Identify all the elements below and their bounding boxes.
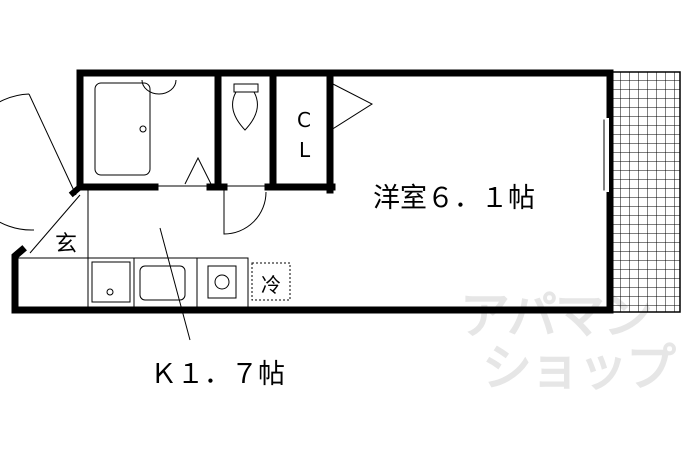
toilet: [233, 83, 259, 93]
walls: [11, 69, 614, 314]
label-kitchen: Ｋ１．７帖: [150, 359, 285, 390]
kitchen-leader-line: [159, 227, 191, 341]
label-fridge: 冷: [261, 273, 281, 297]
fridge: [251, 262, 291, 301]
entrance-door: [0, 93, 77, 231]
fixtures: [0, 73, 374, 341]
sink: [139, 265, 186, 301]
watermark-line2: ショップ: [482, 339, 676, 397]
label-closet-c: C: [297, 108, 311, 132]
balcony: [611, 71, 681, 313]
washer: [91, 261, 131, 303]
washbasin: [141, 79, 177, 95]
bathtub: [94, 82, 151, 176]
label-entrance: 玄: [55, 232, 78, 257]
label-closet-l: L: [299, 138, 311, 162]
stove: [207, 265, 237, 299]
closet-door: [330, 82, 374, 131]
toilet-door: [223, 190, 267, 235]
label-western-room: 洋室６．１帖: [373, 183, 535, 214]
